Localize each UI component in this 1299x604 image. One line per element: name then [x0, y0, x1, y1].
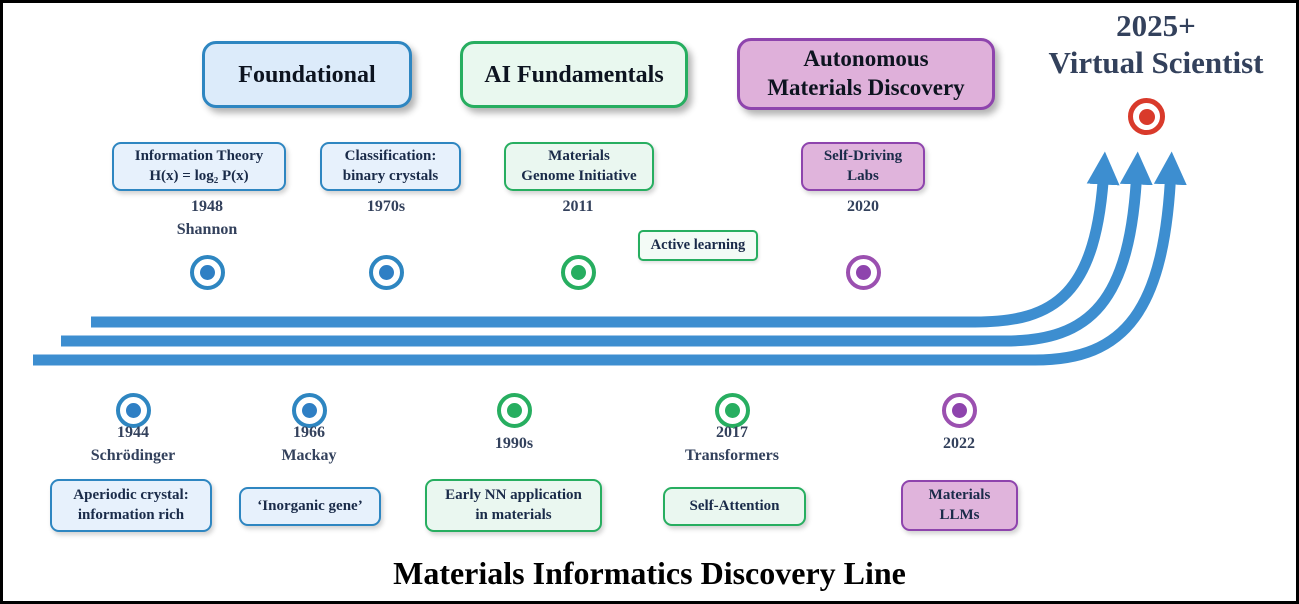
classification-line2: binary crystals — [342, 167, 439, 184]
marker-2017-dot — [725, 403, 740, 418]
target-dot — [1138, 108, 1155, 125]
classification-line1: Classification: — [344, 148, 437, 164]
mgi-line2: Genome Initiative — [521, 167, 637, 184]
timeline-arrow-bottom — [33, 151, 1187, 366]
person-shannon: Shannon — [176, 221, 238, 238]
marker-2017 — [715, 393, 750, 428]
sdl-line1: Self-Driving — [823, 148, 903, 164]
marker-2022 — [942, 393, 977, 428]
era-autonomous-line1: Autonomous — [803, 46, 929, 72]
marker-2011-dot — [571, 265, 586, 280]
event-box-information-theory: Information Theory H(x) = log₂ P(x) — [112, 142, 286, 191]
self-attention-label: Self-Attention — [689, 497, 780, 514]
virtual-scientist-target-icon — [1128, 98, 1165, 135]
marker-1948 — [190, 255, 225, 290]
year-1970s: 1970s — [366, 198, 406, 215]
marker-2020 — [846, 255, 881, 290]
event-box-inorganic-gene: ‘Inorganic gene’ — [239, 487, 381, 526]
year-1944: 1944 — [117, 424, 149, 441]
marker-1990s-dot — [507, 403, 522, 418]
era-foundational-label: Foundational — [238, 61, 376, 88]
event-box-self-driving-labs: Self-Driving Labs — [801, 142, 925, 191]
timeline-arrow-middle — [61, 151, 1153, 347]
marker-2022-dot — [952, 403, 967, 418]
materials-llms-line2: LLMs — [939, 506, 980, 523]
information-theory-line1: Information Theory — [134, 148, 264, 164]
sdl-line2: Labs — [847, 167, 879, 184]
event-box-early-nn: Early NN application in materials — [425, 479, 602, 532]
marker-1944 — [116, 393, 151, 428]
active-learning-label: Active learning — [650, 237, 746, 253]
era-autonomous-line2: Materials Discovery — [767, 75, 965, 100]
year-1948: 1948 — [191, 198, 223, 215]
person-mackay: Mackay — [281, 447, 337, 464]
marker-1970s — [369, 255, 404, 290]
materials-llms-line1: Materials — [928, 487, 991, 503]
information-theory-line2: H(x) = log₂ P(x) — [149, 167, 249, 184]
timeline-arrow-top — [91, 151, 1120, 328]
marker-1948-dot — [200, 265, 215, 280]
year-1966: 1966 — [293, 424, 325, 441]
year-1990s: 1990s — [494, 435, 534, 452]
marker-2020-dot — [856, 265, 871, 280]
marker-1966 — [292, 393, 327, 428]
diagram-title: Materials Informatics Discovery Line — [393, 555, 906, 591]
year-2020: 2020 — [847, 198, 879, 215]
event-box-materials-genome-initiative: Materials Genome Initiative — [504, 142, 654, 191]
era-autonomous: Autonomous Materials Discovery — [737, 38, 995, 110]
early-nn-line1: Early NN application — [445, 487, 582, 503]
marker-2011 — [561, 255, 596, 290]
event-box-self-attention: Self-Attention — [663, 487, 806, 526]
aperiodic-line2: information rich — [77, 506, 185, 523]
event-box-classification: Classification: binary crystals — [320, 142, 461, 191]
annotation-active-learning: Active learning — [638, 230, 758, 261]
marker-1944-dot — [126, 403, 141, 418]
timeline-arrows — [33, 151, 1187, 366]
inorganic-gene-label: ‘Inorganic gene’ — [257, 497, 363, 514]
aperiodic-line1: Aperiodic crystal: — [73, 487, 189, 503]
year-2022: 2022 — [943, 435, 975, 452]
future-year: 2025+ — [1116, 8, 1196, 43]
future-label: Virtual Scientist — [1048, 44, 1264, 80]
era-ai-fundamentals: AI Fundamentals — [460, 41, 688, 108]
early-nn-line2: in materials — [475, 506, 552, 523]
person-schrodinger: Schrödinger — [90, 447, 176, 464]
era-foundational: Foundational — [202, 41, 412, 108]
future-heading: 2025+ Virtual Scientist — [1021, 8, 1291, 81]
era-ai-fundamentals-label: AI Fundamentals — [484, 61, 664, 88]
mgi-line1: Materials — [548, 148, 610, 164]
year-2017: 2017 — [716, 424, 748, 441]
marker-1970s-dot — [379, 265, 394, 280]
marker-1966-dot — [302, 403, 317, 418]
person-transformers: Transformers — [685, 447, 779, 464]
event-box-materials-llms: Materials LLMs — [901, 480, 1018, 531]
event-box-aperiodic-crystal: Aperiodic crystal: information rich — [50, 479, 212, 532]
year-2011: 2011 — [562, 198, 594, 215]
marker-1990s — [497, 393, 532, 428]
